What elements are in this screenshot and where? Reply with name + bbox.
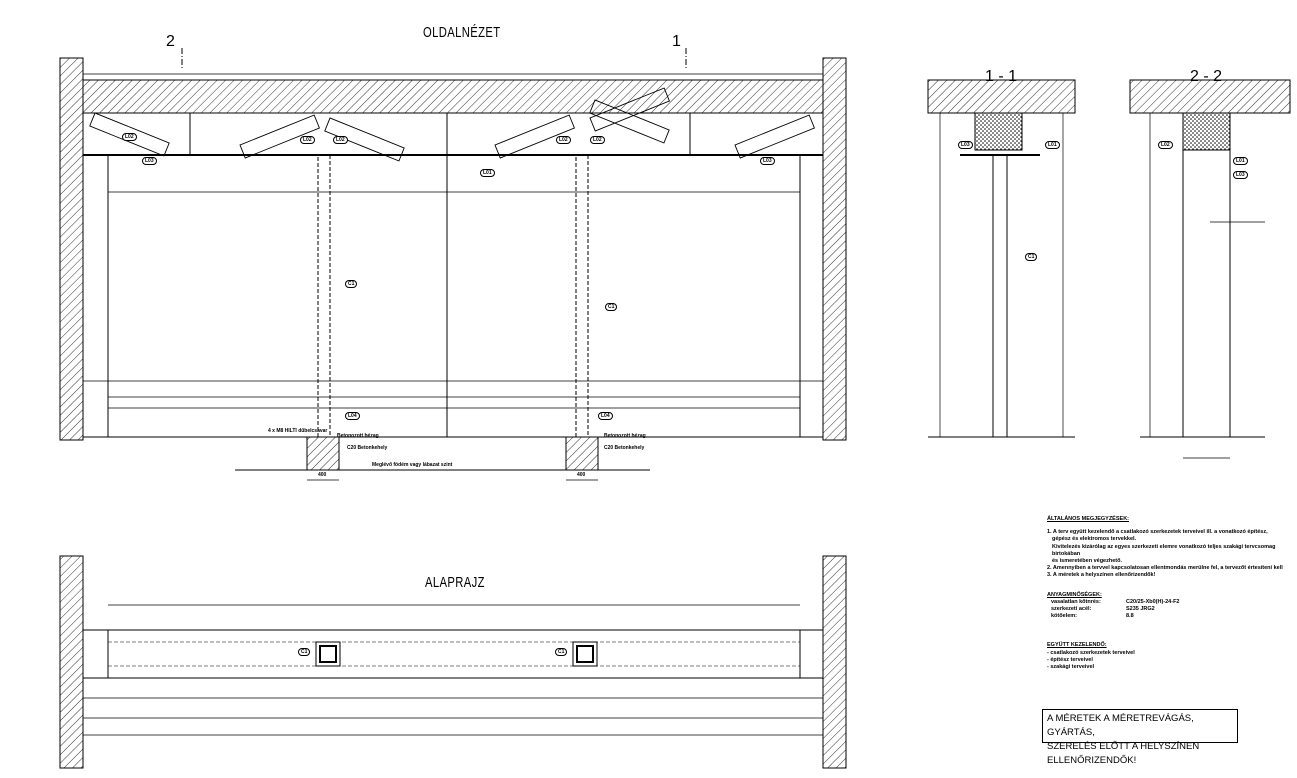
section-2-2 <box>1129 79 1291 459</box>
footing-width-dim: 400 <box>318 472 327 478</box>
right-wall <box>822 57 847 441</box>
section-2-title: 2 - 2 <box>1190 68 1223 85</box>
footing-width-dim: 400 <box>577 472 586 478</box>
material-row: vasalatlan kőtnrés:C20/25-Xb0(H)-24-F2 <box>1051 598 1180 605</box>
together-heading: EGYÜTT KEZELENDŐ: <box>1047 642 1107 649</box>
note-line: 3. A méretek a helyszínen ellenőrizendők… <box>1047 572 1156 579</box>
notes-heading: ÁLTALÁNOS MEGJEGYZÉSEK: <box>1047 516 1129 522</box>
tag-l03: L03 <box>1233 171 1248 179</box>
footing-label: C20 Betonkehely <box>347 445 388 451</box>
together-item: - szakági terveivel <box>1047 664 1095 671</box>
tag-l04: L04 <box>345 412 360 420</box>
side-view-title: OLDALNÉZET <box>423 24 501 41</box>
grout-label: Betonozott hézag <box>337 433 379 439</box>
tag-l02: L02 <box>590 136 605 144</box>
warning-box: A MÉRETEK A MÉRETREVÁGÁS, GYÁRTÁS, SZERE… <box>1042 709 1238 766</box>
materials-heading: ANYAGMINŐSÉGEK: <box>1047 591 1102 598</box>
tag-l02: L02 <box>300 136 315 144</box>
tag-l02: L02 <box>1158 141 1173 149</box>
note-line: gépész és elektromos tervekkel. <box>1052 536 1137 543</box>
together-item: - csatlakozó szerkezetek terveivel <box>1047 649 1135 656</box>
anchor-label: 4 x M8 HILTI dűbelcsavar <box>268 428 328 434</box>
material-row: szerkezeti acél:S235 JRG2 <box>1051 606 1155 613</box>
tag-c1: C1 <box>555 648 568 656</box>
warning-line: A MÉRETEK A MÉRETREVÁGÁS, GYÁRTÁS, <box>1047 713 1194 738</box>
side-view <box>59 48 847 481</box>
material-row: kötőelem:8.8 <box>1051 613 1134 620</box>
footing-1 <box>306 436 340 471</box>
tag-l03: L03 <box>142 157 157 165</box>
grout-label: Betonozott hézag <box>604 433 646 439</box>
tag-l01: L01 <box>1233 157 1248 165</box>
column-1 <box>317 154 331 438</box>
warning-line: SZERELÉS ELŐTT A HELYSZÍNEN ELLENŐRIZEND… <box>1047 741 1200 766</box>
note-line: és ismeretében végezhető. <box>1052 558 1123 565</box>
tag-l03: L03 <box>760 157 775 165</box>
together-item: - építész terveivel <box>1047 656 1093 663</box>
plan-view <box>59 555 847 769</box>
slab <box>82 79 824 114</box>
section-mark-2: 2 <box>166 33 175 50</box>
tag-c1: C1 <box>605 303 618 311</box>
tag-l02: L02 <box>122 133 137 141</box>
tag-l04: L04 <box>598 412 613 420</box>
tag-c1: C1 <box>298 648 311 656</box>
tag-l03: L03 <box>958 141 973 149</box>
section-1-title: 1 - 1 <box>985 68 1018 85</box>
plan-title: ALAPRAJZ <box>425 574 485 591</box>
tag-l02: L02 <box>333 136 348 144</box>
left-wall <box>59 57 84 441</box>
column-2 <box>575 154 589 438</box>
tag-l01: L01 <box>1045 141 1060 149</box>
general-notes: ÁLTALÁNOS MEGJEGYZÉSEK: 1. A terv együtt… <box>1047 514 1297 671</box>
note-line: Kivitelezés kizárólag az egyes szerkezet… <box>1052 543 1276 557</box>
tag-l02: L02 <box>556 136 571 144</box>
section-1-1 <box>927 79 1076 438</box>
tag-l01: L01 <box>480 169 495 177</box>
tag-c1: C1 <box>1025 253 1038 261</box>
footing-label: C20 Betonkehely <box>604 445 645 451</box>
section-mark-1: 1 <box>672 33 681 50</box>
footing-2 <box>565 436 599 471</box>
tag-c1: C1 <box>345 280 358 288</box>
ground-label: Meglévő födém vagy lábazat szint <box>372 462 453 468</box>
note-line: 1. A terv együtt kezelendő a csatlakozó … <box>1047 529 1268 536</box>
note-line: 2. Amennyiben a tervvel kapcsolatosan el… <box>1047 565 1283 572</box>
